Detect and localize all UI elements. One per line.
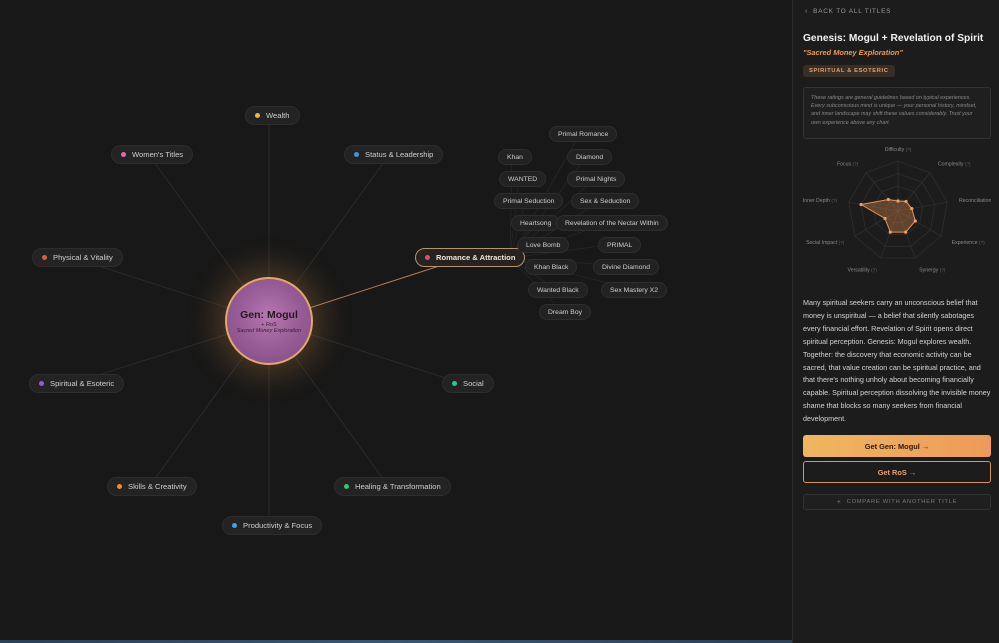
radar-label: Experience (?) <box>952 240 985 246</box>
category-skills-creativity[interactable]: Skills & Creativity <box>107 477 197 496</box>
radar-label: Inner Depth (?) <box>803 198 837 204</box>
radar-axis <box>880 210 899 259</box>
radar-label: Social Impact (?) <box>806 240 845 246</box>
physical-dot-icon <box>42 255 47 260</box>
plus-icon: + <box>836 498 842 506</box>
radar-point <box>904 230 908 234</box>
category-spiritual-esoteric[interactable]: Spiritual & Esoteric <box>29 374 125 393</box>
radar-point <box>910 206 914 211</box>
radar-grid-ring <box>873 185 923 235</box>
radar-point <box>888 230 892 234</box>
radar-point <box>883 216 887 221</box>
title-node[interactable]: Primal Nights <box>567 171 626 187</box>
title-node[interactable]: Divine Diamond <box>593 259 659 275</box>
radar-label: Synergy (?) <box>919 267 946 273</box>
social-dot-icon <box>452 381 457 386</box>
title-node[interactable]: Heartsong <box>511 215 561 231</box>
radar-axis <box>897 210 916 259</box>
radar-grid-ring <box>885 198 911 223</box>
radar-label: Versatility (?) <box>848 267 878 273</box>
help-icon[interactable]: (?) <box>839 240 845 245</box>
ratings-disclaimer: These ratings are general guidelines bas… <box>803 87 991 139</box>
center-title: Gen: Mogul <box>240 308 298 321</box>
radar-axis <box>897 202 948 212</box>
category-productivity-focus[interactable]: Productivity & Focus <box>222 516 323 535</box>
detail-panel: ‹BACK TO ALL TITLES Genesis: Mogul + Rev… <box>792 0 999 643</box>
compare-button[interactable]: +COMPARE WITH ANOTHER TITLE <box>803 494 991 510</box>
bottom-bar <box>0 640 792 643</box>
spiritual-dot-icon <box>39 381 44 386</box>
radar-label: Difficulty (?) <box>885 147 912 153</box>
mindmap-canvas[interactable]: Gen: Mogul + RoS Sacred Money Exploratio… <box>0 0 792 643</box>
title-node[interactable]: Revelation of the Nectar Within <box>556 215 668 231</box>
help-icon[interactable]: (?) <box>940 267 946 272</box>
title-node[interactable]: Primal Seduction <box>494 193 564 209</box>
category-romance-attraction[interactable]: Romance & Attraction <box>415 248 526 267</box>
radar-label: Focus (?) <box>837 162 859 168</box>
title-node[interactable]: Khan Black <box>525 259 578 275</box>
title-node[interactable]: WANTED <box>499 171 547 187</box>
title-node[interactable]: Diamond <box>567 149 613 165</box>
title-node[interactable]: Wanted Black <box>528 282 588 298</box>
panel-title: Genesis: Mogul + Revelation of Spirit <box>803 33 984 44</box>
radar-point <box>904 199 908 204</box>
center-subtitle: + RoS <box>261 321 277 328</box>
title-node[interactable]: PRIMAL <box>598 237 642 253</box>
radar-label: Complexity (?) <box>938 162 971 168</box>
womens-dot-icon <box>121 152 126 157</box>
healing-dot-icon <box>344 484 349 489</box>
help-icon[interactable]: (?) <box>853 162 859 167</box>
productivity-dot-icon <box>232 523 237 528</box>
help-icon[interactable]: (?) <box>979 240 985 245</box>
title-node[interactable]: Khan <box>498 149 532 165</box>
radar-grid-ring <box>848 160 948 259</box>
category-womens-titles[interactable]: Women's Titles <box>111 145 194 164</box>
connection-lines <box>69 116 632 526</box>
radar-axis <box>854 210 899 237</box>
center-tagline: Sacred Money Exploration <box>236 327 302 334</box>
romance-dot-icon <box>425 255 430 260</box>
back-link[interactable]: ‹BACK TO ALL TITLES <box>805 8 892 15</box>
category-physical-vitality[interactable]: Physical & Vitality <box>32 248 123 267</box>
radar-area <box>859 198 916 233</box>
radar-point <box>859 202 863 207</box>
title-node[interactable]: Sex & Seduction <box>571 193 640 209</box>
radar-label: Reconciliation (?) <box>959 198 991 204</box>
radar-axis <box>865 172 899 212</box>
title-node[interactable]: Sex Mastery X2 <box>601 282 667 298</box>
category-status-leadership[interactable]: Status & Leadership <box>344 145 444 164</box>
help-icon[interactable]: (?) <box>906 147 912 152</box>
get-primary-button[interactable]: Get Gen: Mogul → <box>803 435 991 457</box>
panel-subtitle: "Sacred Money Exploration" <box>803 48 903 57</box>
radar-point <box>913 219 917 223</box>
radar-chart: Difficulty (?) Complexity (?) Reconciliati… <box>803 147 991 273</box>
title-description: Many spiritual seekers carry an unconsci… <box>803 298 991 424</box>
category-badge: SPIRITUAL & ESOTERIC <box>803 65 895 77</box>
radar-axis <box>897 210 942 237</box>
help-icon[interactable]: (?) <box>831 198 837 203</box>
title-node[interactable]: Dream Boy <box>539 304 591 320</box>
radar-axis <box>897 172 931 212</box>
radar-axis <box>848 202 899 212</box>
title-node[interactable]: Love Bomb <box>517 237 570 253</box>
title-node[interactable]: Primal Romance <box>549 126 618 142</box>
chevron-left-icon: ‹ <box>805 8 809 15</box>
category-social[interactable]: Social <box>442 374 494 393</box>
radar-point <box>896 199 900 203</box>
help-icon[interactable]: (?) <box>871 267 877 272</box>
skills-dot-icon <box>117 484 122 489</box>
wealth-dot-icon <box>255 113 260 118</box>
category-wealth[interactable]: Wealth <box>245 106 300 125</box>
radar-grid-ring <box>860 173 936 247</box>
category-healing-transformation[interactable]: Healing & Transformation <box>334 477 451 496</box>
help-icon[interactable]: (?) <box>965 162 971 167</box>
status-dot-icon <box>354 152 359 157</box>
get-secondary-button[interactable]: Get RoS → <box>803 461 991 483</box>
center-node[interactable]: Gen: Mogul + RoS Sacred Money Exploratio… <box>225 277 313 365</box>
radar-point <box>886 197 890 202</box>
